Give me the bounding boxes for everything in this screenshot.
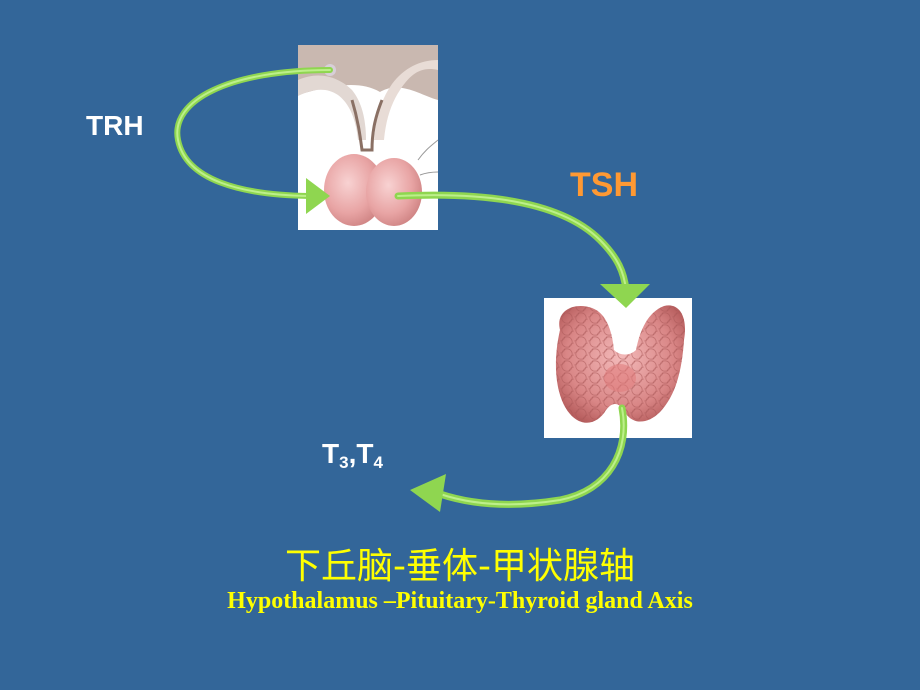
t-separator: ,: [348, 438, 357, 469]
t3-subscript: 3: [339, 453, 349, 472]
thyroid-image: [544, 298, 692, 438]
t4-subscript: 4: [373, 453, 383, 472]
english-title: Hypothalamus –Pituitary-Thyroid gland Ax…: [227, 588, 693, 614]
tsh-arrow: [394, 191, 650, 308]
tsh-label: TSH: [570, 166, 638, 204]
t3-t4-arrow: [410, 404, 628, 512]
t3-main: T: [322, 438, 340, 469]
t3-t4-label: T3,T4: [322, 438, 383, 473]
chinese-title: 下丘脑-垂体-甲状腺轴: [285, 546, 635, 587]
t4-main: T: [356, 438, 374, 469]
trh-arrow: [174, 67, 333, 214]
trh-label: TRH: [86, 110, 144, 141]
